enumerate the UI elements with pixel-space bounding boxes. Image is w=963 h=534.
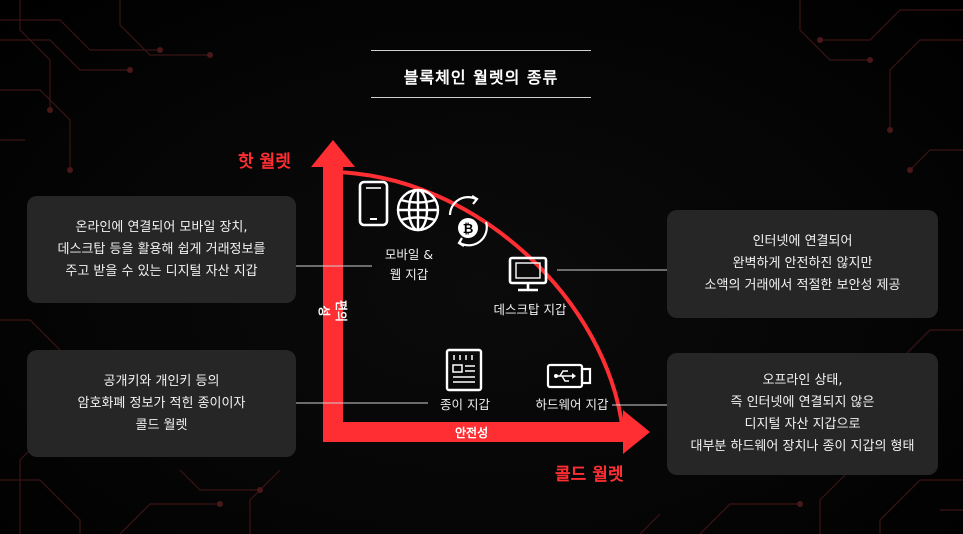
hardware-wallet-label: 하드웨어 지갑: [535, 397, 609, 412]
risk-curve: [332, 170, 625, 433]
monitor-icon: [508, 256, 548, 292]
y-axis-arrowhead: [311, 140, 355, 167]
usb-drive-icon: [546, 363, 592, 389]
title-bottom-rule: [371, 97, 591, 98]
title-block: 블록체인 월렛의 종류: [371, 50, 591, 98]
x-axis: [323, 422, 625, 442]
page-title: 블록체인 월렛의 종류: [403, 68, 559, 87]
title-top-rule: [371, 50, 591, 51]
mobile-web-wallet-label: 모바일 & 웹 지갑: [384, 247, 434, 282]
bitcoin-icon: ₿: [448, 195, 488, 247]
desktop-wallet-label: 데스크탑 지갑: [493, 302, 567, 317]
y-axis: [323, 165, 343, 441]
desktop-description: 인터넷에 연결되어 완벽하게 안전하진 않지만 소액의 거래에서 적절한 보안성…: [667, 210, 938, 318]
hot-wallet-label: 핫 월렛: [238, 152, 291, 172]
hardware-description: 오프라인 상태, 즉 인터넷에 연결되지 않은 디지털 자산 지갑으로 대부분 …: [667, 353, 938, 475]
x-axis-label: 안전성: [455, 426, 489, 440]
smartphone-icon: [358, 180, 389, 227]
mobile-web-description: 온라인에 연결되어 모바일 장치, 데스크탑 등을 활용해 쉽게 거래정보를 주…: [27, 196, 296, 303]
cold-wallet-label: 콜드 월렛: [555, 465, 624, 485]
paper-description: 공개키와 개인키 등의 암호화폐 정보가 적힌 종이이자 콜드 월렛: [27, 350, 296, 457]
paper-wallet-label: 종이 지갑: [440, 397, 490, 412]
globe-icon: [396, 188, 440, 232]
svg-text:₿: ₿: [463, 222, 474, 237]
y-axis-label: 편의성: [317, 299, 348, 323]
document-icon: [445, 348, 483, 392]
x-axis-arrowhead: [623, 410, 650, 454]
